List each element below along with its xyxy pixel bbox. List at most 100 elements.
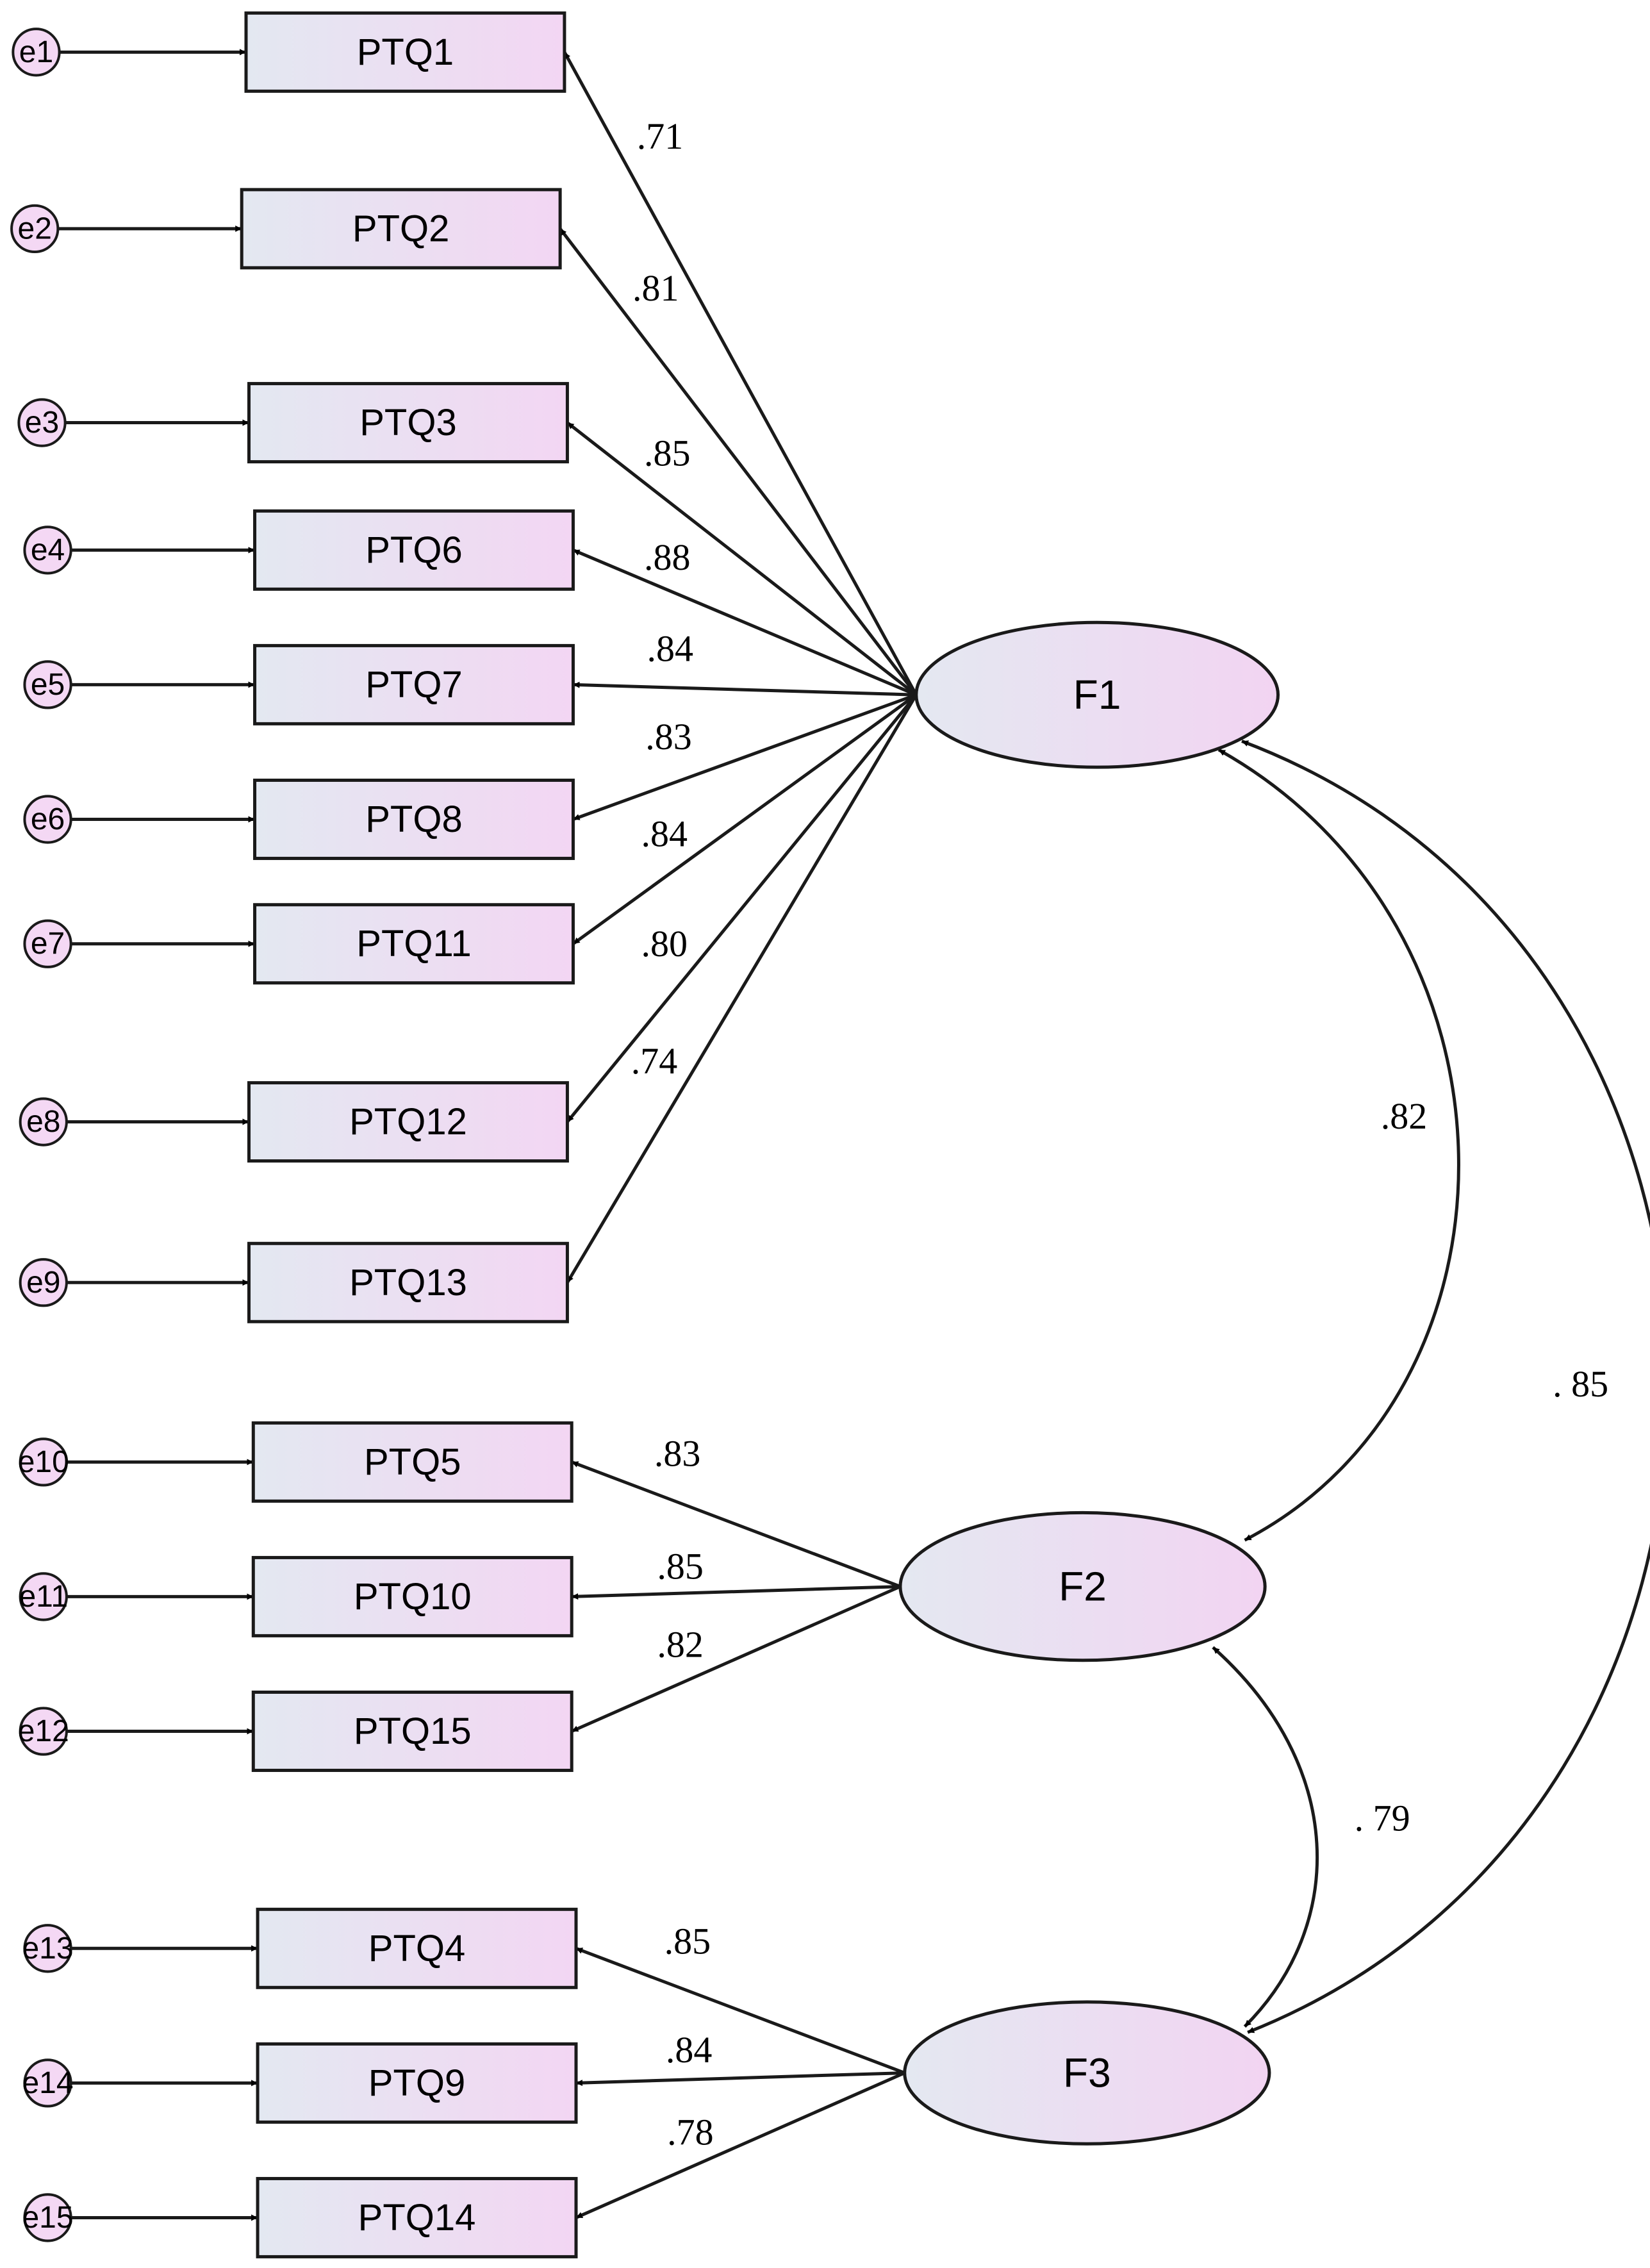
error-term-e4 [23,526,72,575]
loading-path-ptq14 [575,2071,905,2219]
indicator-box-ptq14 [256,2176,578,2258]
factor-f2 [898,1511,1267,1662]
loading-value-ptq11: .84 [641,813,688,855]
error-term-e6 [23,795,72,844]
loading-path-ptq12 [566,693,918,1123]
error-label-e8: e8 [26,1105,60,1139]
loading-path-ptq10 [572,1585,901,1600]
indicator-label-ptq8: PTQ8 [365,799,463,840]
loading-value-ptq1: .71 [637,115,684,157]
error-label-e5: e5 [31,668,65,702]
indicator-label-ptq15: PTQ15 [354,1710,472,1752]
loading-value-ptq8: .83 [645,716,692,757]
error-label-e6: e6 [31,802,65,836]
correlation-value-f2-f3: . 79 [1355,1798,1410,1839]
indicator-box-ptq15 [251,1691,573,1772]
error-label-e9: e9 [26,1266,60,1300]
loading-path-ptq11 [572,693,918,945]
loading-path-ptq8 [572,693,917,821]
error-label-e12: e12 [18,1714,69,1748]
error-term-e11 [19,1572,68,1621]
indicator-label-ptq2: PTQ2 [352,208,450,249]
loading-path-ptq4 [575,1946,905,2074]
error-term-e10 [19,1437,68,1487]
indicator-box-ptq11 [253,903,575,985]
loading-path-ptq15 [571,1585,901,1733]
error-term-e13 [23,1924,72,1973]
error-term-e12 [19,1707,68,1756]
error-term-e9 [19,1258,68,1307]
indicator-box-ptq7 [253,643,575,725]
loading-path-ptq9 [575,2071,905,2087]
loading-path-ptq2 [559,228,918,696]
error-label-e11: e11 [19,1580,68,1614]
error-label-e1: e1 [19,35,53,69]
error-term-e14 [23,2058,72,2108]
loading-value-ptq9: .84 [666,2029,713,2071]
indicator-label-ptq6: PTQ6 [365,529,463,571]
loading-value-ptq14: .78 [667,2112,714,2153]
indicator-label-ptq7: PTQ7 [365,664,463,706]
error-label-e10: e10 [18,1445,69,1479]
indicator-label-ptq1: PTQ1 [357,31,454,73]
indicator-box-ptq2 [240,188,562,270]
indicator-box-ptq12 [247,1081,569,1163]
loading-value-ptq4: .85 [664,1921,711,1962]
loading-value-ptq6: .88 [644,536,691,578]
error-label-e14: e14 [22,2066,73,2100]
indicator-box-ptq10 [251,1555,573,1637]
indicator-label-ptq10: PTQ10 [354,1576,472,1618]
indicator-label-ptq5: PTQ5 [364,1441,461,1483]
correlation-f2-f3 [1212,1646,1319,2028]
indicator-label-ptq4: PTQ4 [368,1928,466,1969]
indicator-box-ptq1 [244,11,566,93]
indicator-label-ptq14: PTQ14 [358,2197,476,2239]
error-term-e1 [12,28,61,77]
correlation-f1-f3 [1241,740,1650,2034]
error-term-e15 [23,2193,72,2242]
loading-value-ptq7: .84 [647,627,694,669]
factor-f3 [903,2000,1271,2146]
loading-value-ptq5: .83 [654,1432,701,1474]
error-label-e13: e13 [22,1932,73,1966]
indicator-box-ptq9 [256,2042,578,2124]
loading-path-ptq13 [566,693,918,1284]
loading-path-ptq7 [573,681,916,697]
indicator-label-ptq12: PTQ12 [349,1101,467,1143]
loading-value-ptq2: .81 [632,267,679,309]
loading-path-ptq3 [566,421,918,697]
error-term-e7 [23,919,72,968]
correlation-value-f1-f2: .82 [1381,1095,1428,1137]
loading-path-ptq1 [563,51,918,696]
indicator-box-ptq13 [247,1241,569,1323]
loading-value-ptq3: .85 [644,432,691,474]
loading-value-ptq12: .80 [641,923,688,964]
loading-value-ptq10: .85 [657,1545,704,1587]
loading-path-ptq6 [572,549,917,697]
indicator-box-ptq4 [256,1907,578,1989]
error-term-e5 [23,660,72,709]
correlation-value-f1-f3: . 85 [1553,1363,1608,1405]
indicator-label-ptq9: PTQ9 [368,2062,466,2104]
indicator-label-ptq3: PTQ3 [359,402,457,443]
error-term-e8 [19,1097,68,1146]
error-label-e15: e15 [22,2201,73,2235]
indicator-box-ptq5 [251,1421,573,1503]
indicator-box-ptq8 [253,778,575,860]
factor-label-f2: F2 [1059,1564,1107,1610]
indicator-box-ptq3 [247,382,569,464]
factor-f1 [914,620,1280,769]
error-label-e2: e2 [18,211,52,245]
factor-label-f1: F1 [1073,672,1121,718]
factor-label-f3: F3 [1063,2050,1111,2096]
indicator-box-ptq6 [253,509,575,591]
loading-path-ptq5 [571,1461,901,1588]
error-label-e7: e7 [31,927,65,961]
error-label-e4: e4 [31,533,65,567]
loading-value-ptq15: .82 [657,1623,704,1665]
error-label-e3: e3 [25,406,59,440]
indicator-label-ptq11: PTQ11 [356,923,471,964]
indicator-label-ptq13: PTQ13 [349,1262,467,1304]
error-term-e2 [10,204,60,254]
